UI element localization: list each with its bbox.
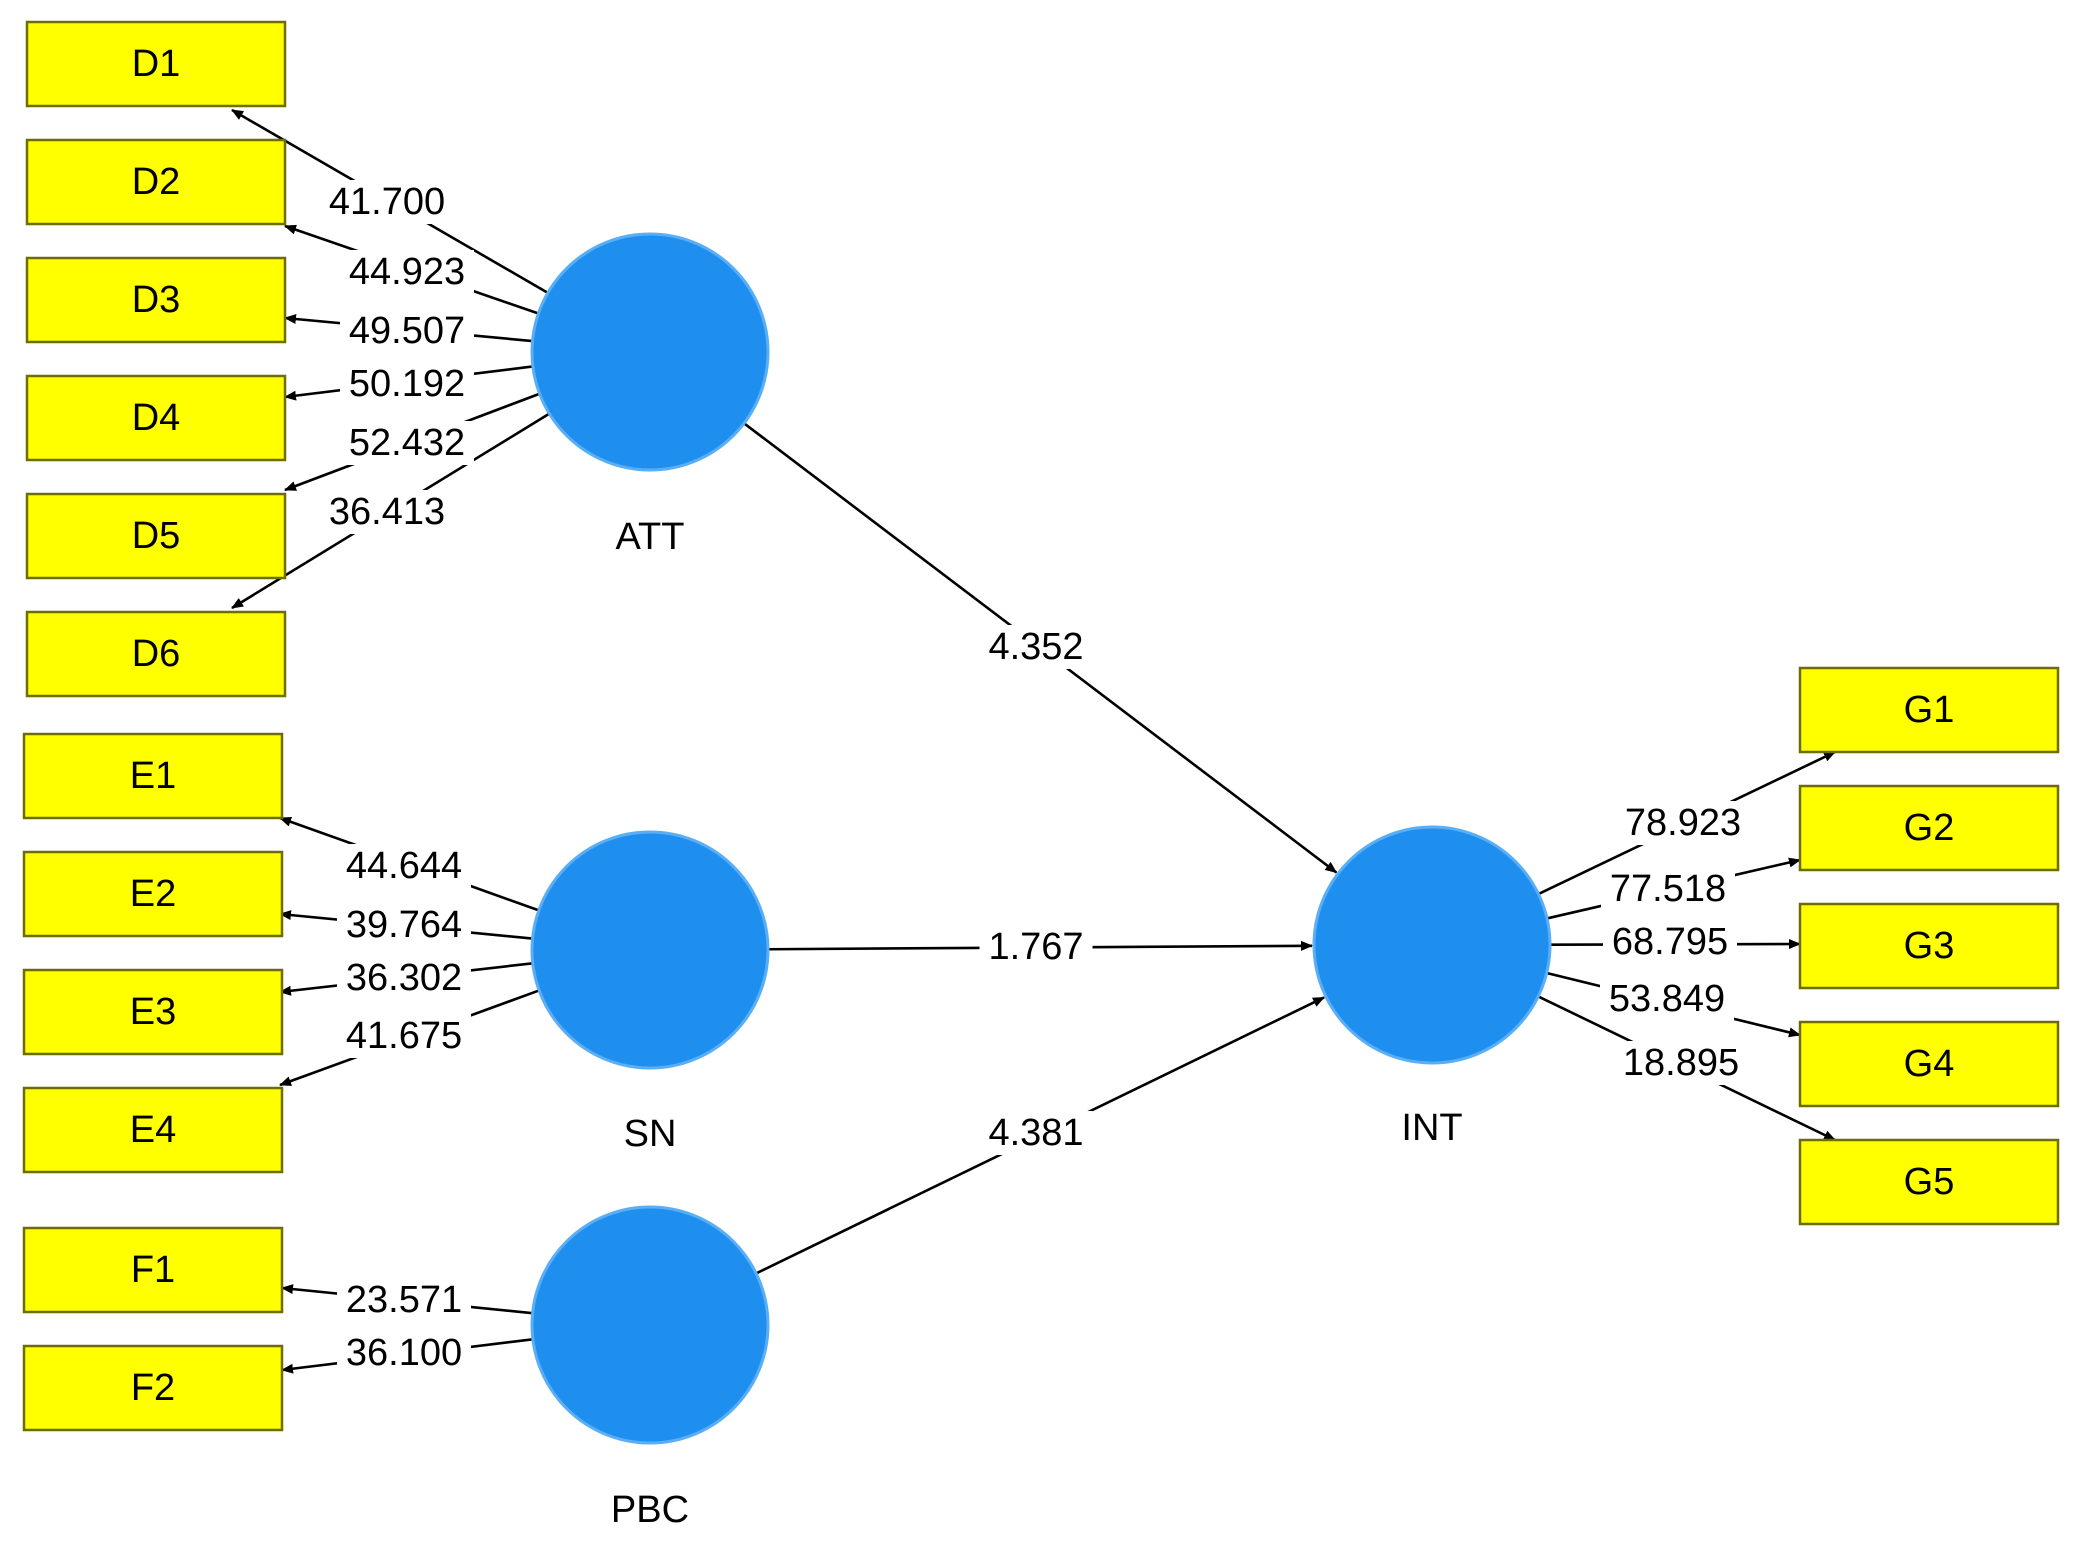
indicator-box-d1[interactable]: D1	[25, 20, 287, 108]
indicator-box-d4[interactable]: D4	[25, 374, 287, 462]
svg-text:68.795: 68.795	[1612, 921, 1728, 963]
indicator-label: D6	[132, 633, 181, 675]
path-label-sn-int: 1.767	[979, 925, 1093, 969]
svg-text:53.849: 53.849	[1609, 978, 1725, 1020]
svg-text:49.507: 49.507	[349, 310, 465, 352]
path-label-pbc-int: 4.381	[979, 1111, 1093, 1155]
svg-text:39.764: 39.764	[346, 904, 462, 946]
loading-label-d2: 44.923	[340, 250, 474, 294]
construct-int[interactable]	[1312, 825, 1552, 1065]
indicator-box-f2[interactable]: F2	[22, 1344, 284, 1432]
indicator-label: F2	[131, 1367, 175, 1409]
indicator-label: D5	[132, 515, 181, 557]
loading-label-d5: 52.432	[340, 421, 474, 465]
indicator-box-g4[interactable]: G4	[1798, 1020, 2060, 1108]
indicator-box-f1[interactable]: F1	[22, 1226, 284, 1314]
indicator-box-e3[interactable]: E3	[22, 968, 284, 1056]
indicator-label: D2	[132, 161, 181, 203]
svg-text:41.700: 41.700	[329, 181, 445, 223]
loading-label-g2: 77.518	[1601, 867, 1735, 911]
svg-text:1.767: 1.767	[988, 926, 1083, 968]
indicator-label: E4	[130, 1109, 176, 1151]
svg-text:78.923: 78.923	[1625, 802, 1741, 844]
construct-att[interactable]	[530, 232, 770, 472]
construct-pbc[interactable]	[530, 1205, 770, 1445]
indicator-box-g2[interactable]: G2	[1798, 784, 2060, 872]
loading-label-f2: 36.100	[337, 1331, 471, 1375]
svg-text:18.895: 18.895	[1623, 1042, 1739, 1084]
path-label-att-int: 4.352	[979, 625, 1093, 669]
svg-text:41.675: 41.675	[346, 1015, 462, 1057]
indicator-label: G5	[1904, 1161, 1955, 1203]
indicator-box-d3[interactable]: D3	[25, 256, 287, 344]
loading-label-d6: 36.413	[320, 490, 454, 534]
indicator-label: E2	[130, 873, 176, 915]
svg-text:23.571: 23.571	[346, 1279, 462, 1321]
svg-text:36.413: 36.413	[329, 491, 445, 533]
indicator-box-g3[interactable]: G3	[1798, 902, 2060, 990]
svg-text:4.381: 4.381	[988, 1112, 1083, 1154]
svg-text:44.644: 44.644	[346, 845, 462, 887]
svg-text:50.192: 50.192	[349, 363, 465, 405]
indicator-box-e2[interactable]: E2	[22, 850, 284, 938]
loading-label-d1: 41.700	[320, 180, 454, 224]
loading-label-g1: 78.923	[1616, 801, 1750, 845]
construct-label-pbc: PBC	[611, 1489, 689, 1531]
loading-label-g3: 68.795	[1603, 920, 1737, 964]
indicator-label: D4	[132, 397, 181, 439]
indicator-box-e4[interactable]: E4	[22, 1086, 284, 1174]
construct-label-att: ATT	[616, 516, 685, 558]
indicator-label: G1	[1904, 689, 1955, 731]
loading-label-e2: 39.764	[337, 903, 471, 947]
construct-label-sn: SN	[624, 1113, 677, 1155]
svg-text:36.302: 36.302	[346, 957, 462, 999]
indicator-label: F1	[131, 1249, 175, 1291]
svg-text:44.923: 44.923	[349, 251, 465, 293]
svg-text:4.352: 4.352	[988, 626, 1083, 668]
loading-label-g4: 53.849	[1600, 977, 1734, 1021]
indicator-box-g1[interactable]: G1	[1798, 666, 2060, 754]
indicator-box-d5[interactable]: D5	[25, 492, 287, 580]
indicator-label: G4	[1904, 1043, 1955, 1085]
loading-label-e3: 36.302	[337, 956, 471, 1000]
loading-label-f1: 23.571	[337, 1278, 471, 1322]
indicator-label: G2	[1904, 807, 1955, 849]
construct-sn[interactable]	[530, 830, 770, 1070]
indicator-label: E1	[130, 755, 176, 797]
indicator-label: D1	[132, 43, 181, 85]
loading-label-d3: 49.507	[340, 309, 474, 353]
indicator-box-d2[interactable]: D2	[25, 138, 287, 226]
svg-text:52.432: 52.432	[349, 422, 465, 464]
indicator-label: E3	[130, 991, 176, 1033]
loading-label-d4: 50.192	[340, 362, 474, 406]
indicator-label: D3	[132, 279, 181, 321]
svg-text:77.518: 77.518	[1610, 868, 1726, 910]
loading-label-e1: 44.644	[337, 844, 471, 888]
indicator-box-g5[interactable]: G5	[1798, 1138, 2060, 1226]
construct-label-int: INT	[1401, 1107, 1462, 1149]
loading-label-g5: 18.895	[1614, 1041, 1748, 1085]
loading-label-e4: 41.675	[337, 1014, 471, 1058]
svg-text:36.100: 36.100	[346, 1332, 462, 1374]
indicator-box-d6[interactable]: D6	[25, 610, 287, 698]
indicator-box-e1[interactable]: E1	[22, 732, 284, 820]
indicator-label: G3	[1904, 925, 1955, 967]
